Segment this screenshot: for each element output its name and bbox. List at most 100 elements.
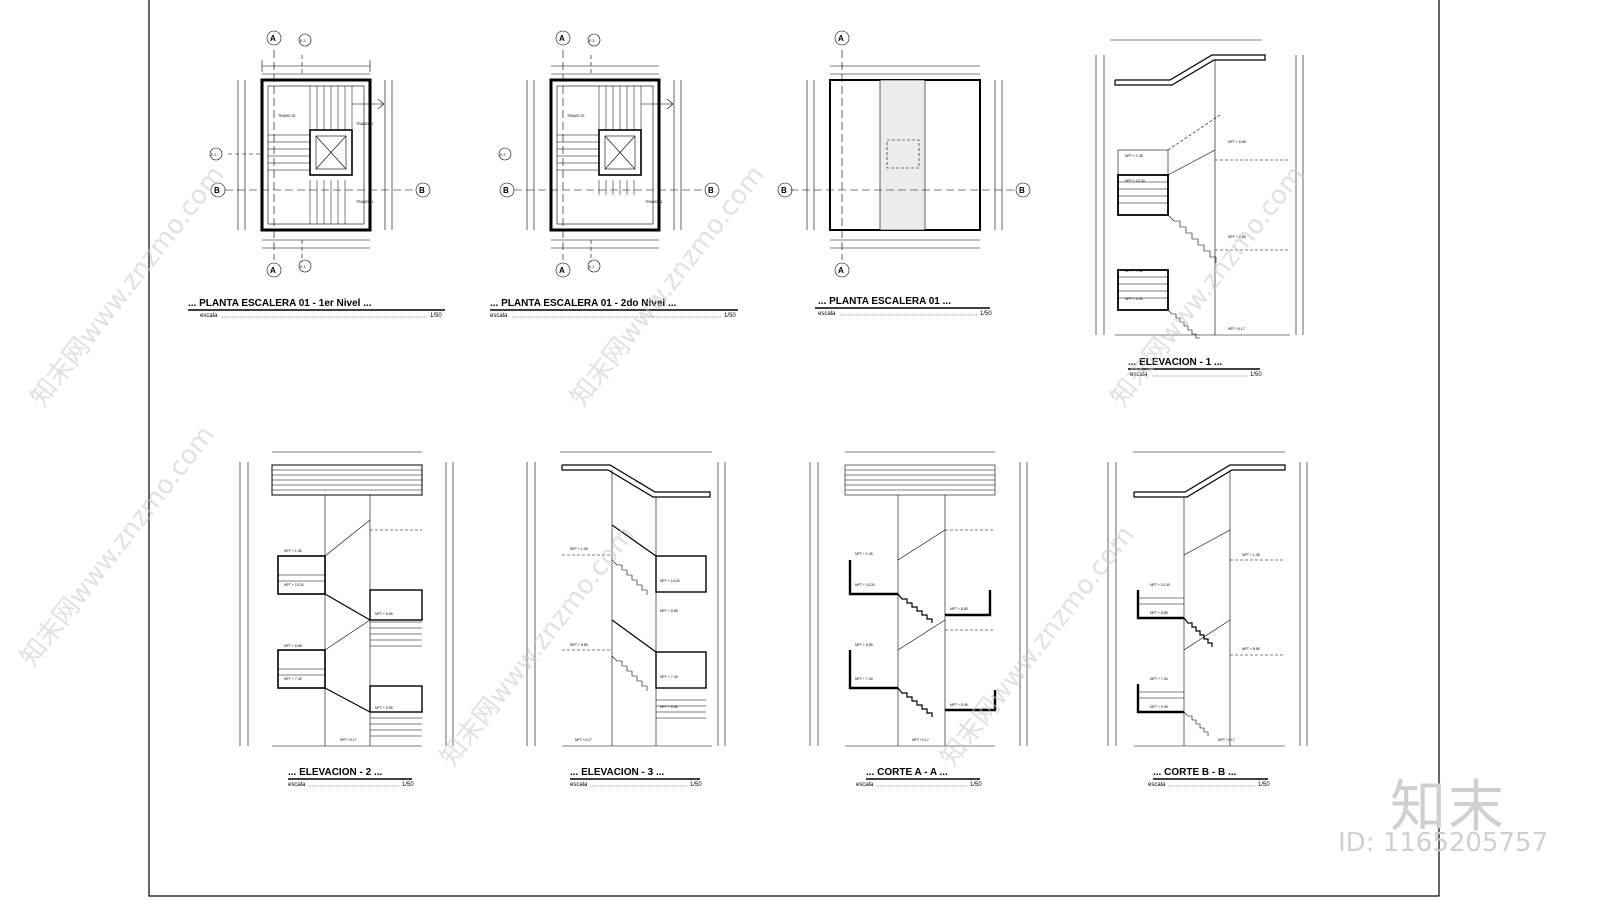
level-mark: NPT + 8.85 [1228,235,1246,239]
view-title-6: ... ELEVACION - 3 ... escala 1/50 [570,767,702,788]
scale-label: escala [1148,782,1166,788]
scale-value: 1/50 [1250,372,1262,378]
corte-a-a [809,451,1028,747]
scale-label: escala [288,782,306,788]
level-mark: NPT +0.17 [575,738,592,742]
plan-note-tramo: TRAMO 02 [567,114,585,118]
level-mark: NPT + 8.85 [1242,647,1260,651]
view-title-2: ... PLANTA ESCALERA 01 - 2do Nivel ... e… [490,298,738,319]
corte-a-a-labels: NPT + 1.35 NPT + 10.30 NPT + 8.85 NPT + … [855,552,968,742]
level-mark: NPT + 7.40 [855,677,873,681]
level-mark: NPT +0.17 [1228,327,1245,331]
level-mark: NPT + 5.95 [950,703,968,707]
level-mark: NPT + 7.40 [284,677,302,681]
section-mark-e2: E-2 [211,153,217,157]
plan-1er-nivel [209,30,431,278]
section-mark-e2: E-2 [500,153,506,157]
level-mark: NPT + 5.95 [375,706,393,710]
plan-note-tramo: TRAMO 01 [645,200,663,204]
watermark-logo: 知末 [1390,775,1506,840]
level-mark: NPT + 7.40 [1125,269,1143,273]
scale-label: escala [200,313,218,319]
section-mark-b: B [419,186,425,195]
plan-note-tramo: TRAMO 02 [278,114,296,118]
view-title-3: ... PLANTA ESCALERA 01 ... escala 1/50 [815,296,992,317]
level-mark: NPT + 10.30 [1125,179,1145,183]
level-mark: NPT + 8.85 [855,643,873,647]
section-mark-a: A [838,34,844,43]
plan-roof [777,30,1031,278]
scale-label: escala [818,311,836,317]
level-mark: NPT + 10.30 [660,579,680,583]
view-title: ... CORTE B - B ... [1153,767,1237,778]
scale-value: 1/50 [980,311,992,317]
section-mark-a: A [270,266,276,275]
view-title-1: ... PLANTA ESCALERA 01 - 1er Nivel ... e… [188,298,445,319]
view-title: ... CORTE A - A ... [866,767,948,778]
corte-b-b [1107,451,1308,747]
plan-note-tramo: TRAMO 01 [356,122,374,126]
plan-1-labels: A A B B E-3 E-1 E-2 TRAMO 02 TRAMO 01 TR… [211,34,425,275]
scale-label: escala [856,782,874,788]
level-mark: NPT + 1.35 [570,547,588,551]
scale-value: 1/50 [724,313,736,319]
level-mark: NPT + 10.30 [855,583,875,587]
scale-value: 1/50 [690,782,702,788]
elevacion-3 [526,451,726,747]
level-mark: NPT + 8.85 [284,644,302,648]
view-title: ... ELEVACION - 3 ... [570,767,664,778]
sheet-border [148,0,1440,897]
scale-label: escala [570,782,588,788]
elevacion-1 [1095,39,1304,339]
level-mark: NPT + 10.30 [284,583,304,587]
level-mark: NPT + 8.85 [950,607,968,611]
level-mark: NPT + 8.85 [375,612,393,616]
section-mark-a: A [559,34,565,43]
scale-value: 1/50 [970,782,982,788]
scale-label: escala [490,313,508,319]
level-mark: NPT +0.17 [912,738,929,742]
section-mark-e3: E-3 [300,39,306,43]
section-mark-e1: E-1 [589,265,595,269]
level-mark: NPT +0.17 [1218,738,1235,742]
level-mark: NPT + 8.85 [660,609,678,613]
level-mark: NPT + 1.35 [855,552,873,556]
section-mark-a: A [559,266,565,275]
corte-b-b-labels: NPT + 1.35 NPT + 10.30 NPT + 8.85 NPT + … [1150,553,1260,742]
elevacion-2 [239,451,454,747]
plan-2do-nivel [498,30,720,278]
level-mark: NPT + 5.95 [660,705,678,709]
elevacion-2-labels: NPT + 1.35 NPT + 10.30 NPT + 8.85 NPT + … [284,549,393,742]
scale-value: 1/50 [430,313,442,319]
watermark-id: ID: 1165205757 [1338,828,1549,858]
section-mark-b: B [503,186,509,195]
level-mark: NPT + 7.40 [660,675,678,679]
section-mark-b: B [1019,186,1025,195]
level-mark: NPT + 5.95 [1125,297,1143,301]
elevacion-1-labels: NPT + 1.35 NPT + 10.30 NPT + 8.85 NPT + … [1125,140,1246,331]
view-title-5: ... ELEVACION - 2 ... escala 1/50 [288,767,414,788]
level-mark: NPT + 8.85 [1150,611,1168,615]
section-mark-b: B [708,186,714,195]
section-mark-e1: E-1 [300,265,306,269]
plan-2-labels: A A B B E-3 E-1 E-2 TRAMO 02 TRAMO 01 [500,34,714,275]
level-mark: NPT + 5.95 [1150,705,1168,709]
scale-value: 1/50 [402,782,414,788]
view-title-8: ... CORTE B - B ... escala 1/50 [1148,767,1270,788]
level-mark: NPT + 1.35 [1125,154,1143,158]
level-mark: NPT + 10.30 [1150,583,1170,587]
section-mark-b: B [781,186,787,195]
view-title: ... ELEVACION - 1 ... [1128,357,1222,368]
scale-value: 1/50 [1258,782,1270,788]
level-mark: NPT + 8.85 [1228,140,1246,144]
view-title: ... PLANTA ESCALERA 01 - 1er Nivel ... [188,298,372,309]
section-mark-a: A [838,266,844,275]
view-title-7: ... CORTE A - A ... escala 1/50 [856,767,982,788]
section-mark-a: A [270,34,276,43]
scale-label: escala [1130,372,1148,378]
level-mark: NPT + 8.85 [570,643,588,647]
level-mark: NPT + 1.35 [1242,553,1260,557]
view-title-4: ... ELEVACION - 1 ... escala 1/50 [1128,357,1262,378]
level-mark: NPT +0.17 [340,738,357,742]
